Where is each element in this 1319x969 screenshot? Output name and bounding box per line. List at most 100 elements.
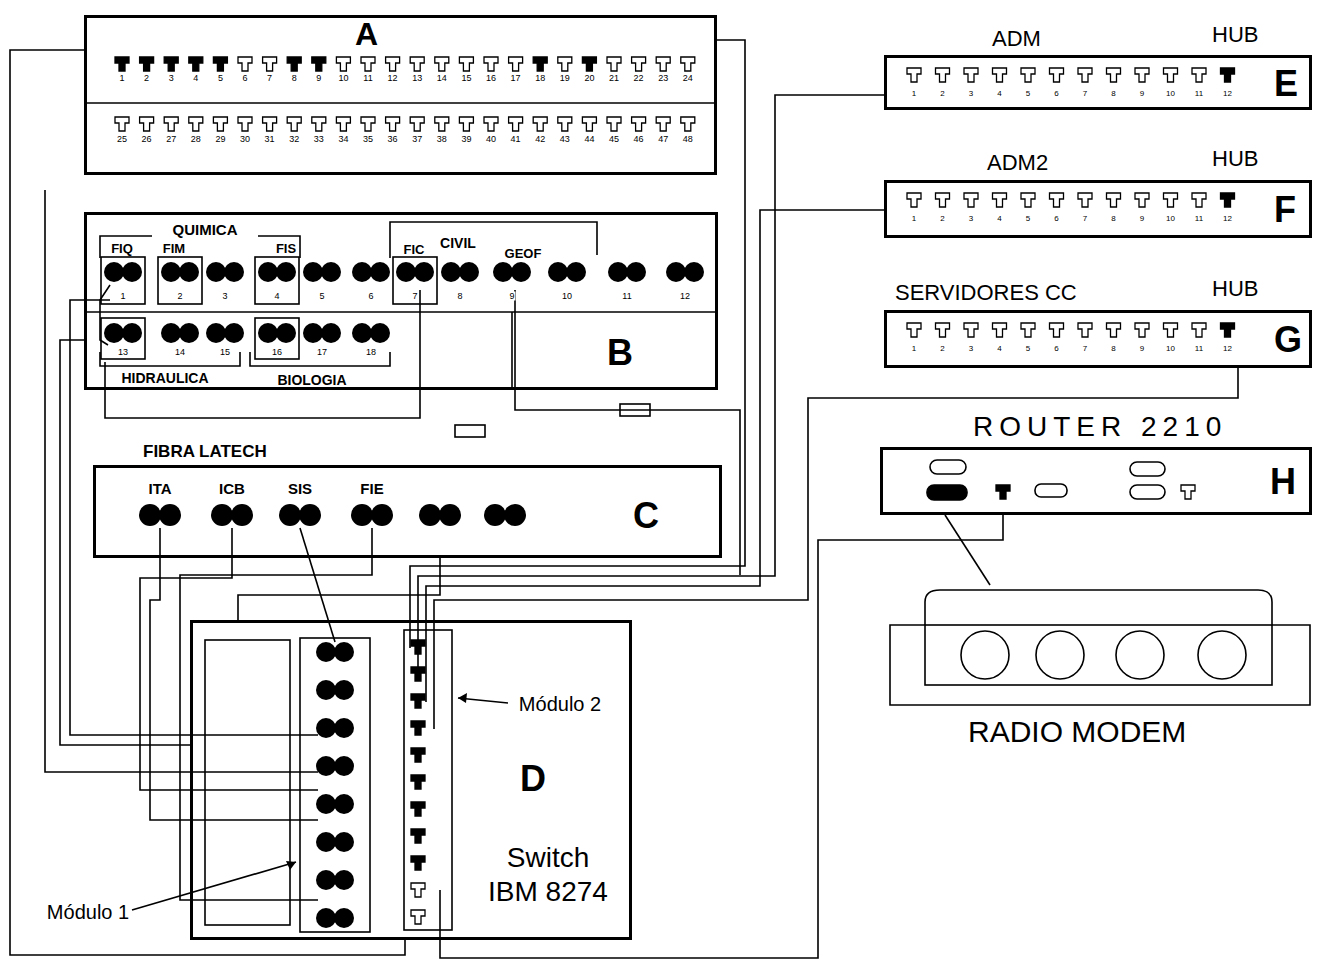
rj45-port xyxy=(164,57,178,71)
fiber-port xyxy=(139,504,161,526)
port-number: 45 xyxy=(608,135,620,144)
rj45-port xyxy=(411,856,425,870)
group-label: BIOLOGIA xyxy=(276,373,347,387)
router-port xyxy=(930,460,966,474)
equipment-panel: A xyxy=(84,15,717,175)
port-number: 14 xyxy=(174,348,186,357)
group-label: HIDRAULICA xyxy=(120,371,209,385)
port-number: 37 xyxy=(411,135,423,144)
equipment-panel: SERVIDORES CCHUBG xyxy=(884,310,1312,368)
fiber-port xyxy=(279,504,301,526)
rj45-port xyxy=(411,748,425,762)
port-number: 40 xyxy=(485,135,497,144)
rj45-port xyxy=(336,57,350,71)
port-number: 5 xyxy=(217,74,224,83)
rj45-port xyxy=(484,117,498,131)
rj45-port xyxy=(1021,323,1035,337)
port-number: 10 xyxy=(561,292,573,301)
rj45-port xyxy=(1164,323,1178,337)
group-label: FIQ xyxy=(110,242,134,255)
rj45-port xyxy=(1164,193,1178,207)
rj45-port xyxy=(582,117,596,131)
cable-connector xyxy=(455,425,485,437)
panel-divider xyxy=(84,311,718,313)
fiber-port xyxy=(316,870,336,890)
fiber-port xyxy=(684,262,704,282)
port-number: 19 xyxy=(559,74,571,83)
fiber-port xyxy=(122,262,142,282)
fiber-port xyxy=(104,323,124,343)
rj45-port xyxy=(361,57,375,71)
rj45-port xyxy=(336,117,350,131)
panel-text: Switch IBM 8274 xyxy=(483,841,613,908)
port-number: 28 xyxy=(190,135,202,144)
rj45-port xyxy=(907,323,921,337)
rj45-port xyxy=(1078,68,1092,82)
patch-cable xyxy=(515,290,740,575)
rj45-port xyxy=(1221,193,1235,207)
modem-knob xyxy=(1116,631,1164,679)
fiber-port xyxy=(334,794,354,814)
fiber-port xyxy=(334,756,354,776)
fiber-port xyxy=(441,262,461,282)
port-number: 8 xyxy=(1110,215,1116,223)
fiber-port xyxy=(608,262,628,282)
port-number: 4 xyxy=(996,90,1002,98)
rj45-port xyxy=(936,193,950,207)
cable-connector xyxy=(620,404,650,416)
router-port xyxy=(927,485,967,500)
port-number: 6 xyxy=(1053,215,1059,223)
fiber-port xyxy=(276,323,296,343)
fiber-port xyxy=(224,323,244,343)
module-1-frame xyxy=(300,638,370,932)
port-number: 1 xyxy=(118,74,125,83)
panel-text: C xyxy=(633,498,659,534)
port-number: 23 xyxy=(657,74,669,83)
port-number: 31 xyxy=(264,135,276,144)
panel-text: RADIO MODEM xyxy=(968,717,1186,747)
port-number: 33 xyxy=(313,135,325,144)
port-number: 38 xyxy=(436,135,448,144)
panel-text: H xyxy=(1270,464,1296,500)
rj45-port xyxy=(410,57,424,71)
fiber-port xyxy=(303,262,323,282)
fiber-port xyxy=(396,262,416,282)
fiber-port xyxy=(626,262,646,282)
port-number: 4 xyxy=(996,345,1002,353)
group-label: FIS xyxy=(275,242,297,255)
port-number: 10 xyxy=(1165,90,1176,98)
network-cable xyxy=(410,40,745,620)
port-number: 12 xyxy=(387,74,399,83)
panel-text: E xyxy=(1274,66,1298,102)
port-number: 9 xyxy=(315,74,322,83)
port-number: 6 xyxy=(1053,345,1059,353)
network-cable xyxy=(440,515,1003,958)
port-number: 3 xyxy=(968,90,974,98)
rj45-port xyxy=(607,57,621,71)
cable-bundle xyxy=(410,620,440,940)
port-number: 7 xyxy=(1082,90,1088,98)
port-number: 27 xyxy=(165,135,177,144)
rj45-port xyxy=(411,694,425,708)
fiber-port xyxy=(316,642,336,662)
rj45-port xyxy=(1050,323,1064,337)
network-cable xyxy=(10,50,405,955)
port-number: 13 xyxy=(117,348,129,357)
fiber-cable xyxy=(300,528,335,642)
fiber-port xyxy=(206,323,226,343)
rj45-port xyxy=(411,829,425,843)
group-label: SIS xyxy=(287,481,313,496)
fiber-port xyxy=(414,262,434,282)
fiber-port xyxy=(504,504,526,526)
port-number: 1 xyxy=(911,215,917,223)
port-number: 3 xyxy=(968,215,974,223)
panel-divider xyxy=(84,102,717,104)
rj45-port xyxy=(632,117,646,131)
port-number: 10 xyxy=(1165,345,1176,353)
router-port xyxy=(1130,462,1165,476)
port-number: 2 xyxy=(939,215,945,223)
port-number: 36 xyxy=(387,135,399,144)
rj45-port xyxy=(936,323,950,337)
rj45-port xyxy=(558,117,572,131)
port-marker xyxy=(255,257,299,304)
